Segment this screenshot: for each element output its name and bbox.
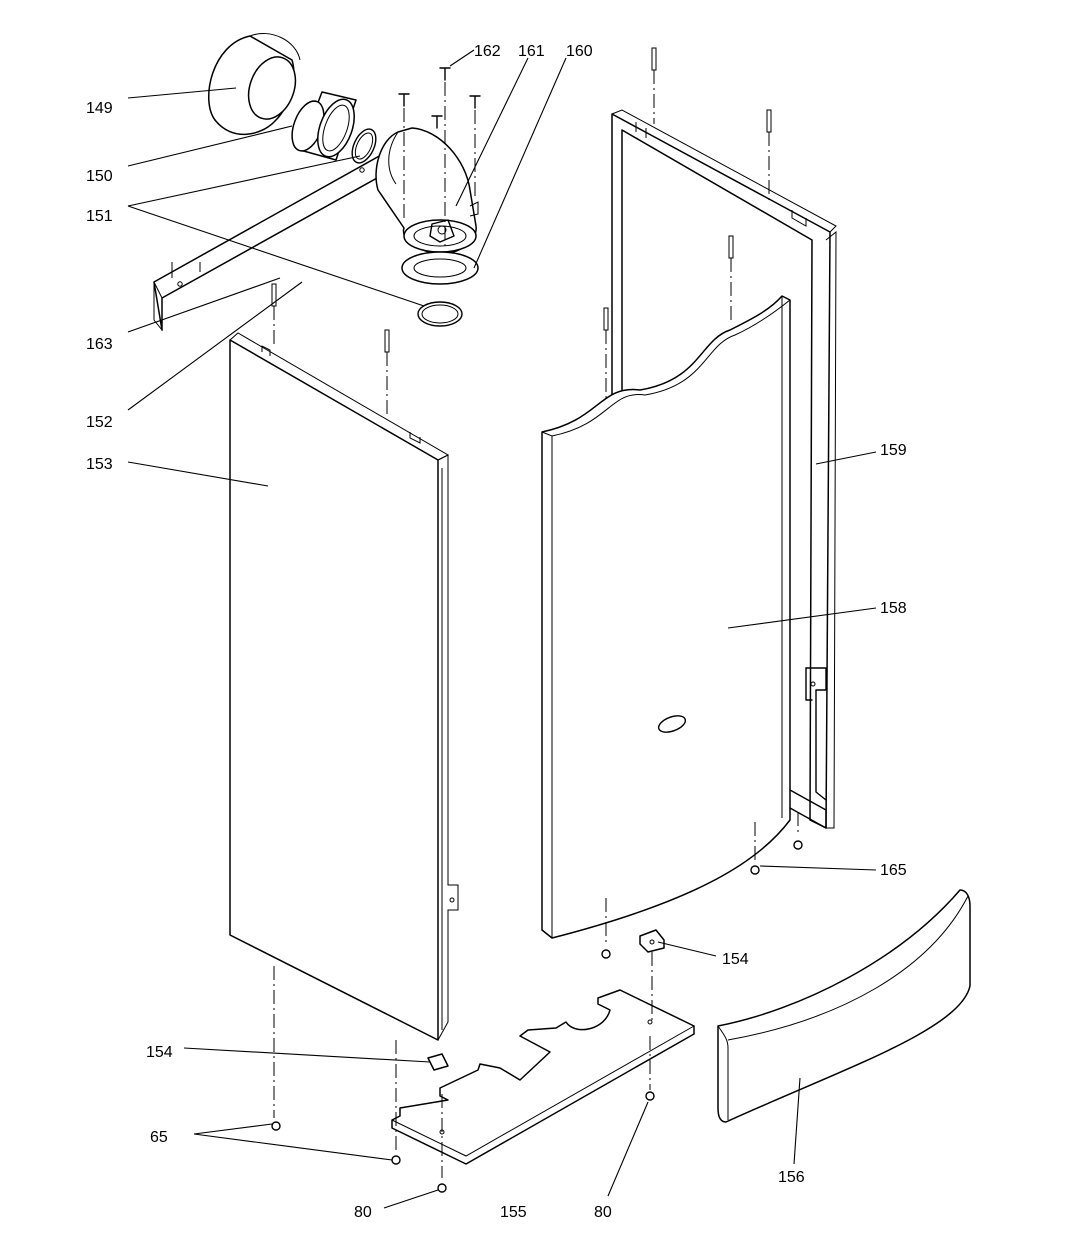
- label-155: 155: [500, 1204, 527, 1221]
- part-154-clips: [427, 929, 665, 1071]
- label-80-right: 80: [594, 1204, 612, 1221]
- leader-lines: [127, 49, 877, 1209]
- part-161-elbow: [375, 127, 479, 255]
- part-156-cover: [717, 889, 971, 1123]
- part-149-terminal: [208, 32, 301, 136]
- part-160-gasket: [401, 251, 479, 285]
- part-158-front-panel: [541, 295, 827, 939]
- part-151-seals: [351, 128, 463, 327]
- label-161: 161: [518, 43, 545, 60]
- label-160: 160: [566, 43, 593, 60]
- label-150: 150: [86, 168, 113, 185]
- part-labels: 149 150 151 163 152 153 162 161 160 159 …: [86, 43, 907, 1221]
- label-152: 152: [86, 414, 113, 431]
- label-149: 149: [86, 100, 113, 117]
- label-165: 165: [880, 862, 907, 879]
- part-153-side-panel: [229, 332, 459, 1041]
- screws-162: [398, 67, 481, 248]
- label-162: 162: [474, 43, 501, 60]
- label-153: 153: [86, 456, 113, 473]
- label-65: 65: [150, 1129, 168, 1146]
- label-156: 156: [778, 1169, 805, 1186]
- pins: [271, 47, 772, 418]
- bottom-screws: [271, 812, 803, 1193]
- label-158: 158: [880, 600, 907, 617]
- part-155-base: [391, 989, 695, 1165]
- part-163-bracket: [153, 149, 396, 332]
- label-154-left: 154: [146, 1044, 173, 1061]
- label-80-left: 80: [354, 1204, 372, 1221]
- part-150-sleeve: [291, 91, 357, 161]
- label-159: 159: [880, 442, 907, 459]
- label-151: 151: [86, 208, 113, 225]
- label-163: 163: [86, 336, 113, 353]
- label-154-right: 154: [722, 951, 749, 968]
